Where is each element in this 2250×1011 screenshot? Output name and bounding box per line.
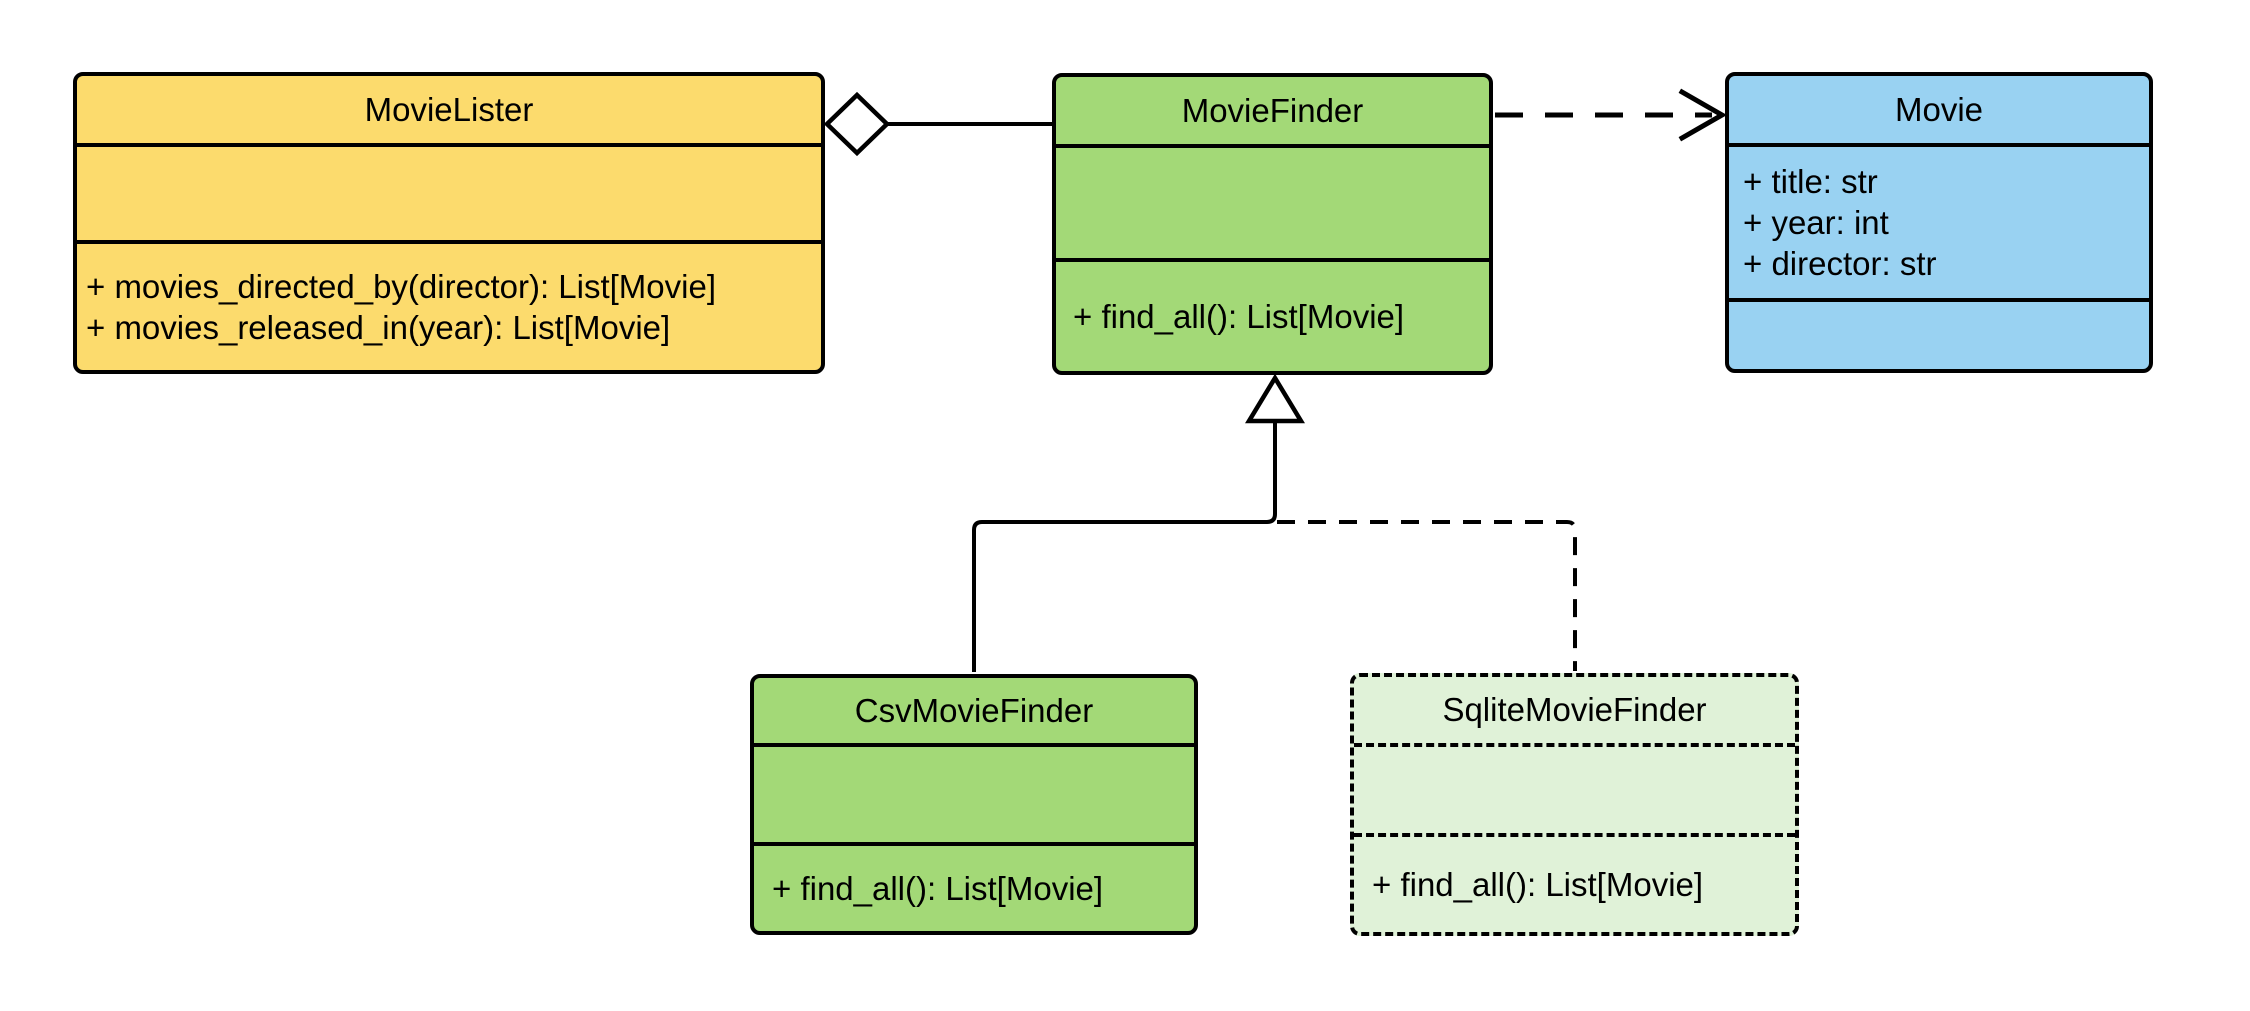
method-label: + find_all(): List[Movie]: [772, 870, 1104, 907]
attributes-section: + title: str + year: int + director: str: [1729, 147, 2149, 302]
attributes-section: [1354, 747, 1795, 837]
class-box-movielister: MovieLister + movies_directed_by(directo…: [73, 72, 825, 374]
methods-section: [1729, 302, 2149, 369]
attribute-label: + title: str: [1743, 163, 1878, 200]
methods-section: + find_all(): List[Movie]: [1056, 262, 1489, 371]
generalization-dashed-path: [1277, 520, 1577, 671]
class-title: SqliteMovieFinder: [1354, 677, 1795, 747]
dependency-open-arrowhead: [1678, 88, 1728, 142]
method-label: + find_all(): List[Movie]: [1372, 866, 1704, 903]
method-label: + find_all(): List[Movie]: [1073, 298, 1405, 335]
class-title: Movie: [1729, 76, 2149, 147]
attributes-section: [1056, 148, 1489, 262]
attribute-label: + director: str: [1743, 245, 1937, 282]
generalization-triangle: [1245, 373, 1305, 424]
attributes-section: [754, 747, 1194, 846]
class-box-csvmoviefinder: CsvMovieFinder + find_all(): List[Movie]: [750, 674, 1198, 935]
generalization-solid-path: [972, 422, 1277, 672]
methods-section: + find_all(): List[Movie]: [754, 846, 1194, 931]
attribute-label: + year: int: [1743, 204, 1889, 241]
class-title: MovieFinder: [1056, 77, 1489, 148]
class-box-sqlitemoviefinder: SqliteMovieFinder + find_all(): List[Mov…: [1350, 673, 1799, 936]
methods-section: + movies_directed_by(director): List[Mov…: [77, 244, 821, 370]
class-title: MovieLister: [77, 76, 821, 147]
class-box-movie: Movie + title: str + year: int + directo…: [1725, 72, 2153, 373]
aggregation-diamond: [823, 91, 891, 157]
attributes-section: [77, 147, 821, 244]
methods-section: + find_all(): List[Movie]: [1354, 837, 1795, 932]
method-label: + movies_directed_by(director): List[Mov…: [86, 268, 716, 305]
class-title: CsvMovieFinder: [754, 678, 1194, 747]
class-box-moviefinder: MovieFinder + find_all(): List[Movie]: [1052, 73, 1493, 375]
method-label: + movies_released_in(year): List[Movie]: [86, 309, 671, 346]
